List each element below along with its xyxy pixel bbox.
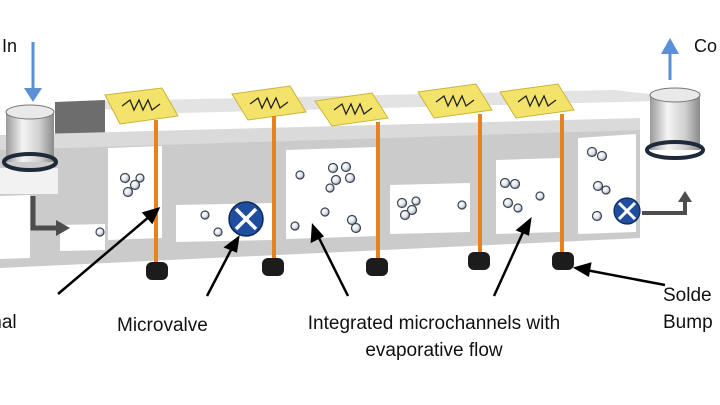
- tsv-conductors: [154, 114, 564, 266]
- callout-thermal: [57, 215, 151, 295]
- solder-bumps: [146, 252, 574, 280]
- inlet-port: [0, 104, 58, 194]
- microvalves: [228, 197, 641, 237]
- callout-microchannel-1: [316, 235, 350, 297]
- microvalve-1: [228, 201, 264, 237]
- outlet-port: [645, 87, 705, 196]
- microvalve-2: [613, 197, 641, 225]
- microchannels-label: Integrated microchannels with evaporativ…: [307, 313, 561, 361]
- heater-4: [417, 83, 493, 119]
- outlet-arrow: [661, 38, 679, 80]
- flow-arrowhead-left: [56, 220, 70, 236]
- heater-5: [499, 83, 575, 119]
- callout-solder: [585, 268, 666, 287]
- solder-bump-label: Solde Bump: [663, 285, 713, 333]
- flow-arrowhead-right: [678, 191, 692, 202]
- thermal-label: mal s: [0, 312, 17, 333]
- inlet-arrow: [24, 42, 42, 102]
- heater-2: [231, 85, 307, 121]
- flow-arrow-left: [30, 196, 58, 231]
- heater-1: [104, 87, 179, 125]
- inlet-label: t In: [0, 36, 18, 56]
- callout-microvalve: [205, 247, 234, 297]
- heaters: [104, 83, 575, 127]
- callout-microchannel-2: [492, 229, 526, 297]
- heater-3: [314, 92, 389, 127]
- microvalve-label: Microvalve: [117, 315, 208, 336]
- flow-arrow-right: [642, 200, 687, 215]
- callout-arrows: [57, 207, 666, 297]
- outlet-label: Co: [694, 36, 718, 56]
